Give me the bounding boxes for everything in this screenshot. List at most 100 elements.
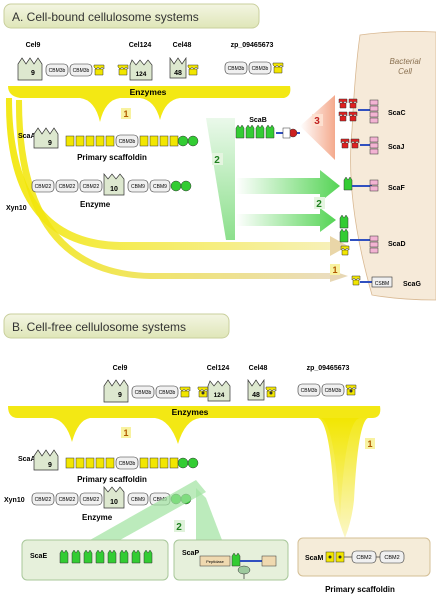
bacterial-cell xyxy=(350,31,436,301)
scaP-label: ScaP xyxy=(182,550,199,557)
svg-text:CBM3b: CBM3b xyxy=(301,388,318,394)
svg-text:CBM2: CBM2 xyxy=(356,555,371,561)
svg-text:CBM3b: CBM3b xyxy=(119,139,136,145)
svg-text:48: 48 xyxy=(252,392,260,399)
svg-text:1: 1 xyxy=(367,439,372,449)
yellow-funnel-scaM xyxy=(318,418,368,538)
svg-text:124: 124 xyxy=(214,392,225,399)
scaE-label: ScaE xyxy=(30,553,47,560)
scaD-anchor xyxy=(339,214,379,256)
svg-text:3: 3 xyxy=(314,116,320,127)
svg-text:CBM3b: CBM3b xyxy=(49,68,66,74)
enzyme-name-cel9-b: Cel9 xyxy=(113,365,128,372)
marker-1b-b xyxy=(365,438,375,449)
svg-text:2: 2 xyxy=(176,522,182,533)
green-funnel-scaP xyxy=(196,488,222,540)
svg-text:CBM22: CBM22 xyxy=(35,184,52,190)
bacterial-cell-label-2: Cell xyxy=(398,67,412,76)
svg-text:9: 9 xyxy=(31,70,35,77)
svg-text:CBM3b: CBM3b xyxy=(228,66,245,72)
svg-text:CBM9: CBM9 xyxy=(131,497,145,503)
svg-text:1: 1 xyxy=(332,265,337,275)
marker-2-b xyxy=(174,520,185,532)
scaP-scaffoldin: Peptidase xyxy=(199,552,277,579)
scaG-anchor: CSBM xyxy=(351,275,393,288)
enzyme-cel9-b: 9 CBM3b CBM3b xyxy=(103,379,191,403)
enzymes-bar-b xyxy=(8,406,381,520)
enzymes-label-a: Enzymes xyxy=(130,87,167,97)
svg-text:CBM3b: CBM3b xyxy=(159,390,176,396)
scaF-label: ScaF xyxy=(388,185,405,192)
enzyme-name-cel124-b: Cel124 xyxy=(207,365,230,372)
panel-b-title-bar xyxy=(3,313,230,339)
scaB-label: ScaB xyxy=(249,117,267,124)
marker-2-a xyxy=(212,153,223,165)
enzyme-cel124-b: 124 xyxy=(197,380,231,402)
svg-text:CBM3b: CBM3b xyxy=(325,388,342,394)
svg-text:CBM3b: CBM3b xyxy=(73,68,90,74)
marker-1b-a xyxy=(330,264,340,275)
panel-b-title: B. Cell-free cellulosome systems xyxy=(12,320,186,334)
scaM-scaffoldin: CBM2 CBM2 xyxy=(325,550,405,564)
svg-text:CBM22: CBM22 xyxy=(83,184,100,190)
svg-text:9: 9 xyxy=(118,392,122,399)
enzyme-name-zp-b: zp_09465673 xyxy=(307,365,350,372)
panel-a-title: A. Cell-bound cellulosome systems xyxy=(12,10,199,24)
red-funnel xyxy=(300,95,335,160)
svg-text:CBM3b: CBM3b xyxy=(119,461,136,467)
enzyme-name-cel9-a: Cel9 xyxy=(26,42,41,49)
green-arrow-2 xyxy=(236,208,336,232)
scaJ-label: ScaJ xyxy=(388,144,404,151)
xyn10-enzyme-a: CBM22 CBM22 CBM22 10 CBM9 CBM9 xyxy=(31,173,192,196)
scaA-label-b: ScaA xyxy=(18,456,36,463)
green-arrow-1 xyxy=(236,170,340,202)
scaA-scaffoldin-a: 9 CBM3b xyxy=(33,127,199,149)
svg-text:CBM9: CBM9 xyxy=(153,184,167,190)
scaE-box xyxy=(21,539,169,581)
scaG-label: ScaG xyxy=(403,281,421,288)
svg-text:1: 1 xyxy=(123,109,128,119)
enzyme-zp-b: CBM3b CBM3b xyxy=(297,383,357,397)
svg-text:CBM9: CBM9 xyxy=(153,497,167,503)
svg-text:CBM22: CBM22 xyxy=(83,497,100,503)
enzyme-cel9-a: 9 CBM3b CBM3b xyxy=(17,57,105,81)
svg-text:2: 2 xyxy=(316,199,322,210)
svg-text:CBM9: CBM9 xyxy=(131,184,145,190)
svg-text:CBM22: CBM22 xyxy=(59,184,76,190)
enzyme-label-a: Enzyme xyxy=(80,200,111,209)
yellow-arrow-head-1 xyxy=(330,236,348,256)
svg-text:Peptidase: Peptidase xyxy=(206,559,225,564)
scaC-label: ScaC xyxy=(388,110,406,117)
svg-text:CBM22: CBM22 xyxy=(59,497,76,503)
panel-a: Bacterial Cell A. Cell-bound cellulosome… xyxy=(3,3,436,301)
enzyme-name-cel48-b: Cel48 xyxy=(249,365,268,372)
scaP-box xyxy=(173,539,289,581)
marker-1-b xyxy=(121,427,131,438)
scaA-scaffoldin-b: 9 CBM3b xyxy=(33,449,199,471)
bacterial-cell-label-1: Bacterial xyxy=(389,57,420,66)
panel-a-title-bar xyxy=(3,3,260,29)
primary-scaffoldin-label-b: Primary scaffoldin xyxy=(77,475,147,484)
scaB-scaffoldin xyxy=(235,124,300,139)
svg-text:CBM22: CBM22 xyxy=(35,497,52,503)
scaM-primary-scaffoldin-label: Primary scaffoldin xyxy=(325,585,395,594)
enzymes-bar-a xyxy=(8,86,291,122)
xyn10-label-a: Xyn10 xyxy=(6,205,27,212)
svg-text:9: 9 xyxy=(48,462,52,469)
svg-text:1: 1 xyxy=(123,428,128,438)
svg-text:124: 124 xyxy=(136,71,147,78)
enzyme-label-b: Enzyme xyxy=(82,513,113,522)
yellow-arc-1 xyxy=(5,98,331,250)
green-funnel-scaE xyxy=(90,480,206,540)
scaF-anchor xyxy=(343,176,379,192)
enzyme-name-cel124-a: Cel124 xyxy=(129,42,152,49)
scaA-label-a: ScaA xyxy=(18,133,36,140)
marker-3 xyxy=(312,114,323,126)
svg-text:CBM3b: CBM3b xyxy=(135,390,152,396)
enzyme-zp-a: CBM3b CBM3b xyxy=(224,61,284,75)
enzyme-cel48-b: 48 xyxy=(247,378,277,401)
scaC-anchor xyxy=(338,98,379,124)
svg-text:10: 10 xyxy=(110,186,118,193)
scaD-label: ScaD xyxy=(388,241,406,248)
svg-text:10: 10 xyxy=(110,499,118,506)
